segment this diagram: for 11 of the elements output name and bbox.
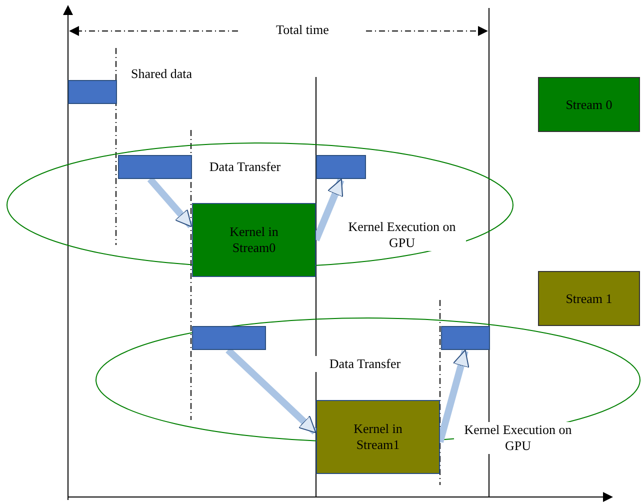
result-bar — [316, 155, 366, 179]
transfer-bar — [118, 155, 192, 179]
kernel-box: Kernel in Stream1 — [316, 400, 440, 474]
legend-label: Stream 0 — [566, 96, 612, 112]
arrow — [147, 176, 194, 228]
result-bar — [441, 326, 490, 350]
transfer-bar — [192, 326, 266, 350]
legend-label: Stream 1 — [566, 290, 612, 306]
data-label: Shared data — [131, 66, 192, 82]
kernel-box: Kernel in Stream0 — [192, 203, 316, 277]
data-bar — [68, 80, 117, 104]
